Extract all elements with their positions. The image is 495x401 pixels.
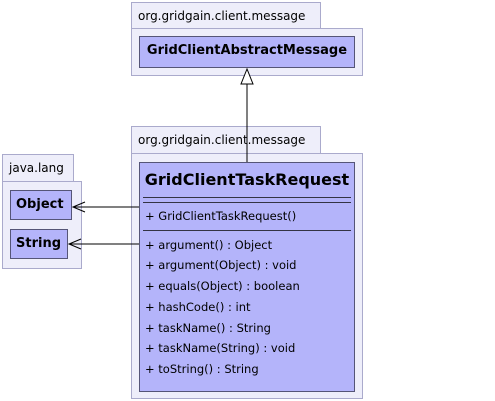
- class-separator: [143, 197, 351, 198]
- method-item: + taskName(String) : void: [145, 341, 296, 356]
- dependency-arrowhead-object: [71, 201, 86, 213]
- class-string[interactable]: String: [10, 229, 68, 259]
- dependency-arrowhead-string: [67, 238, 82, 250]
- class-object[interactable]: Object: [10, 190, 72, 220]
- method-item: + argument() : Object: [145, 237, 273, 252]
- method-item: + equals(Object) : boolean: [145, 279, 300, 294]
- class-grid-client-abstract-message[interactable]: GridClientAbstractMessage: [139, 36, 355, 68]
- method-item: + toString() : String: [145, 361, 259, 376]
- package-tab-java-lang: java.lang: [2, 154, 74, 182]
- class-separator: [143, 229, 351, 231]
- class-grid-client-task-request[interactable]: GridClientTaskRequest + GridClientTaskRe…: [139, 162, 355, 392]
- constructor-item: + GridClientTaskRequest(): [145, 209, 297, 223]
- class-title: GridClientTaskRequest: [144, 170, 350, 189]
- method-list: + argument() : Object + argument(Object)…: [140, 231, 354, 380]
- method-item: + taskName() : String: [145, 320, 271, 335]
- class-separator: [143, 202, 351, 203]
- method-item: + argument(Object) : void: [145, 258, 297, 273]
- method-item: + hashCode() : int: [145, 299, 251, 314]
- inheritance-arrowhead: [240, 67, 254, 85]
- package-tab-message-top: org.gridgain.client.message: [131, 2, 321, 29]
- constructor-list: + GridClientTaskRequest(): [140, 203, 354, 230]
